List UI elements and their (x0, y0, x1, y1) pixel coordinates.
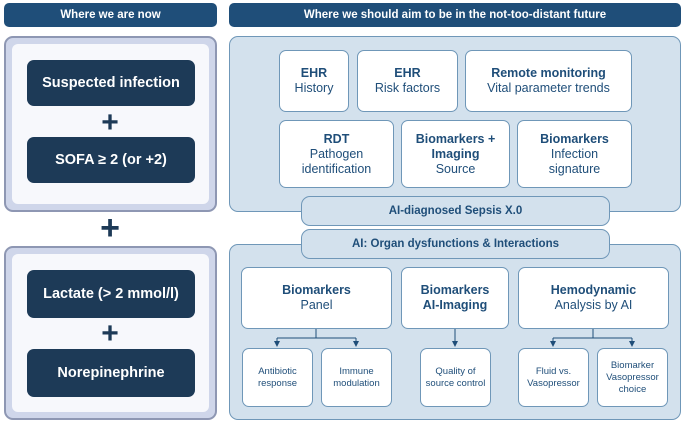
fluid-vs-vasopressor-box: Fluid vs. Vasopressor (518, 348, 589, 407)
ehr-history-box: EHR History (279, 50, 349, 112)
box-subtitle: Pathogen identification (301, 146, 372, 176)
plus-sign-large: + (100, 209, 120, 247)
box-subtitle: Vital parameter trends (487, 81, 610, 95)
ehr-risk-factors-box: EHR Risk factors (357, 50, 458, 112)
rdt-box: RDT Pathogen identification (279, 120, 394, 188)
header-current: Where we are now (4, 3, 217, 27)
sofa-score-box: SOFA ≥ 2 (or +2) (27, 137, 195, 183)
header-future: Where we should aim to be in the not-too… (229, 3, 681, 27)
box-title: EHR (300, 66, 328, 80)
box-title: Biomarkers (540, 131, 609, 146)
infection-signature-box: Biomarkers Infection signature (517, 120, 632, 188)
ai-organ-dysfunctions-bar: AI: Organ dysfunctions & Interactions (301, 229, 610, 259)
suspected-infection-box: Suspected infection (27, 60, 195, 106)
box-subtitle: Source (435, 161, 476, 176)
box-subtitle: Panel (300, 298, 333, 312)
box-title: Biomarkers AI-Imaging (420, 283, 490, 312)
box-title: Biomarkers + Imaging (415, 131, 496, 161)
plus-sign: + (101, 106, 119, 139)
box-subtitle: Analysis by AI (554, 298, 633, 312)
biomarkers-imaging-box: Biomarkers + Imaging Source (401, 120, 510, 188)
biomarkers-panel-box: Biomarkers Panel (241, 267, 392, 329)
box-title: Remote monitoring (491, 66, 606, 80)
box-subtitle: History (294, 81, 334, 95)
vasopressor-choice-box: Biomarker Vasopressor choice (597, 348, 668, 407)
remote-monitoring-box: Remote monitoring Vital parameter trends (465, 50, 632, 112)
box-subtitle: Infection signature (548, 146, 601, 176)
box-title: Biomarkers (282, 283, 351, 297)
antibiotic-response-box: Antibiotic response (242, 348, 313, 407)
biomarkers-ai-imaging-box: Biomarkers AI-Imaging (401, 267, 509, 329)
box-title: EHR (394, 66, 421, 80)
box-title: RDT (323, 131, 350, 146)
norepinephrine-box: Norepinephrine (27, 349, 195, 397)
source-control-box: Quality of source control (420, 348, 491, 407)
immune-modulation-box: Immune modulation (321, 348, 392, 407)
box-title: Hemodynamic (550, 283, 637, 297)
ai-diagnosed-sepsis-bar: AI-diagnosed Sepsis X.0 (301, 196, 610, 226)
lactate-box: Lactate (> 2 mmol/l) (27, 270, 195, 318)
plus-sign: + (101, 317, 119, 350)
hemodynamic-box: Hemodynamic Analysis by AI (518, 267, 669, 329)
box-subtitle: Risk factors (374, 81, 441, 95)
